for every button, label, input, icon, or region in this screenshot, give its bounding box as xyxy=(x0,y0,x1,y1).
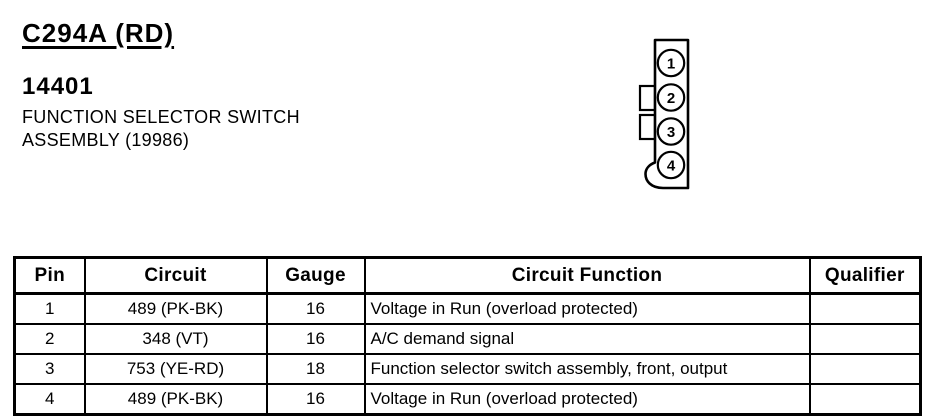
pin-1-label: 1 xyxy=(667,56,675,73)
cell-gauge: 16 xyxy=(265,292,366,325)
cell-circuit-function: Voltage in Run (overload protected) xyxy=(363,292,811,325)
table-row: 1 489 (PK-BK) 16 Voltage in Run (overloa… xyxy=(13,292,922,325)
component-name: FUNCTION SELECTOR SWITCH ASSEMBLY (19986… xyxy=(22,106,300,152)
pin-4-label: 4 xyxy=(667,158,676,175)
cell-qualifier xyxy=(808,323,922,355)
pinout-table: Pin Circuit Gauge Circuit Function Quali… xyxy=(13,256,922,416)
cell-circuit: 753 (YE-RD) xyxy=(83,353,268,385)
table-row: 3 753 (YE-RD) 18 Function selector switc… xyxy=(13,353,922,385)
cell-circuit: 348 (VT) xyxy=(83,323,268,355)
column-header-qualifier: Qualifier xyxy=(808,256,922,295)
connector-tab-upper xyxy=(638,84,657,112)
cell-pin: 4 xyxy=(13,383,86,416)
connector-pin-2: 2 xyxy=(656,83,686,112)
cell-gauge: 18 xyxy=(265,353,366,385)
column-header-pin: Pin xyxy=(13,256,86,295)
component-name-line2: ASSEMBLY (19986) xyxy=(22,130,190,150)
cell-circuit-function: Function selector switch assembly, front… xyxy=(363,353,811,385)
cell-pin: 2 xyxy=(13,323,86,355)
pin-2-label: 2 xyxy=(667,90,675,107)
table-header-row: Pin Circuit Gauge Circuit Function Quali… xyxy=(13,256,922,295)
cell-circuit: 489 (PK-BK) xyxy=(83,292,268,325)
connector-id: C294A (RD) xyxy=(22,18,175,48)
connector-pin-1: 1 xyxy=(656,48,686,78)
connector-tab-lower xyxy=(638,113,657,141)
cell-qualifier xyxy=(808,292,922,325)
component-number: 14401 xyxy=(22,73,94,100)
component-name-line1: FUNCTION SELECTOR SWITCH xyxy=(22,107,300,127)
column-header-gauge: Gauge xyxy=(265,256,366,295)
connector-pin-3: 3 xyxy=(656,117,686,146)
cell-circuit: 489 (PK-BK) xyxy=(83,383,268,416)
cell-gauge: 16 xyxy=(265,323,366,355)
pin-3-label: 3 xyxy=(667,124,675,141)
table-row: 2 348 (VT) 16 A/C demand signal xyxy=(13,323,922,355)
title-block: C294A (RD) 14401 FUNCTION SELECTOR SWITC… xyxy=(22,18,300,152)
cell-qualifier xyxy=(808,383,922,416)
cell-circuit-function: Voltage in Run (overload protected) xyxy=(363,383,811,416)
cell-pin: 3 xyxy=(13,353,86,385)
connector-face-diagram: 1 2 3 4 xyxy=(638,38,690,190)
cell-qualifier xyxy=(808,353,922,385)
column-header-circuit: Circuit xyxy=(83,256,268,295)
connector-pin-4: 4 xyxy=(656,150,686,180)
column-header-circuit-function: Circuit Function xyxy=(363,256,811,295)
table-row: 4 489 (PK-BK) 16 Voltage in Run (overloa… xyxy=(13,383,922,416)
cell-pin: 1 xyxy=(13,292,86,325)
cell-gauge: 16 xyxy=(265,383,366,416)
cell-circuit-function: A/C demand signal xyxy=(363,323,811,355)
connector-body xyxy=(644,38,690,190)
